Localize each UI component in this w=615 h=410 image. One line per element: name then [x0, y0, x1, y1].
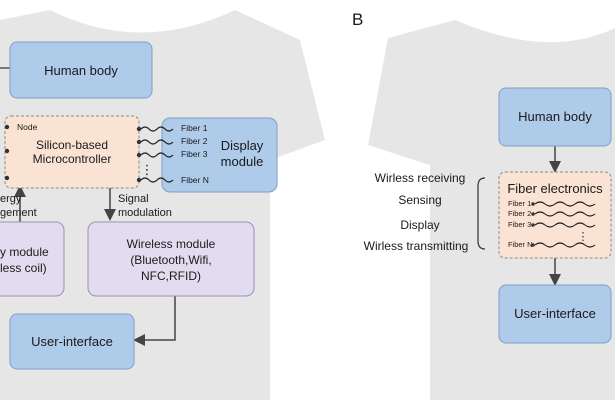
panel-b-label: B — [352, 10, 363, 29]
wireless-label-3: NFC,RFID) — [141, 269, 201, 283]
fiber-3-label-a: Fiber 3 — [181, 149, 208, 159]
fiber-n-label-b: Fiber N — [508, 240, 533, 249]
human-body-box-b — [498, 87, 612, 147]
fiber-dots-b — [531, 202, 535, 247]
human-body-box-a — [9, 41, 153, 99]
energy-label-2: gement — [0, 207, 37, 219]
wireless-module-box — [87, 221, 255, 297]
energy-module-label-2: less coil) — [0, 261, 47, 275]
mcu-dots: ⋮ — [141, 162, 154, 177]
mcu-label-1: Silicon-based — [36, 138, 108, 152]
fiber-1-label-a: Fiber 1 — [181, 123, 208, 133]
node-label: Node — [17, 122, 38, 132]
fiber-electronics-title: Fiber electronics — [507, 181, 603, 196]
wireless-label-2: (Bluetooth,Wifi, — [130, 253, 211, 267]
fiber-2-label-a: Fiber 2 — [181, 136, 208, 146]
function-display: Display — [400, 218, 439, 232]
panel-a: Human body Display module Fiber 1 Fiber … — [0, 10, 325, 400]
function-wireless-receiving: Wirless receiving — [375, 171, 466, 185]
shirt-a-shape — [0, 10, 325, 400]
user-interface-label-b: User-interface — [514, 306, 596, 321]
function-bracket — [477, 177, 486, 250]
microcontroller-box — [4, 115, 140, 189]
node-dots — [4, 124, 142, 183]
wireless-to-ui-arrow — [133, 296, 176, 346]
signal-label-2: modulation — [118, 207, 172, 219]
energy-module-label-1: y module — [0, 245, 49, 259]
fiber-dots-b-glyph: ⋮ — [578, 231, 589, 243]
fiber-2-label-b: Fiber 2 — [508, 209, 531, 218]
energy-module-box — [0, 221, 65, 297]
display-module-label-1: Display — [221, 138, 264, 153]
human-body-label-b: Human body — [518, 109, 592, 124]
user-interface-label-a: User-interface — [31, 334, 113, 349]
panel-b: B Human body Wirless receiving Sensing D… — [352, 10, 615, 400]
fiber-lines-b — [534, 201, 596, 248]
human-body-label-a: Human body — [44, 63, 118, 78]
fiber-electronics-box — [498, 171, 612, 259]
fiber-lines-a — [140, 126, 174, 183]
display-module-box — [161, 117, 278, 193]
function-wireless-transmitting: Wirless transmitting — [364, 239, 469, 253]
display-module-label-2: module — [221, 154, 264, 169]
user-interface-box-a — [9, 313, 135, 370]
signal-label-1: Signal — [118, 193, 149, 205]
energy-label-1: ergy — [0, 193, 22, 205]
fiber-3-label-b: Fiber 3 — [508, 220, 531, 229]
mcu-label-2: Microcontroller — [33, 152, 112, 166]
fiber-n-label-a: Fiber N — [181, 175, 209, 185]
fiber-1-label-b: Fiber 1 — [508, 199, 531, 208]
function-sensing: Sensing — [398, 193, 441, 207]
user-interface-box-b — [498, 284, 612, 344]
wireless-label-1: Wireless module — [127, 237, 216, 251]
